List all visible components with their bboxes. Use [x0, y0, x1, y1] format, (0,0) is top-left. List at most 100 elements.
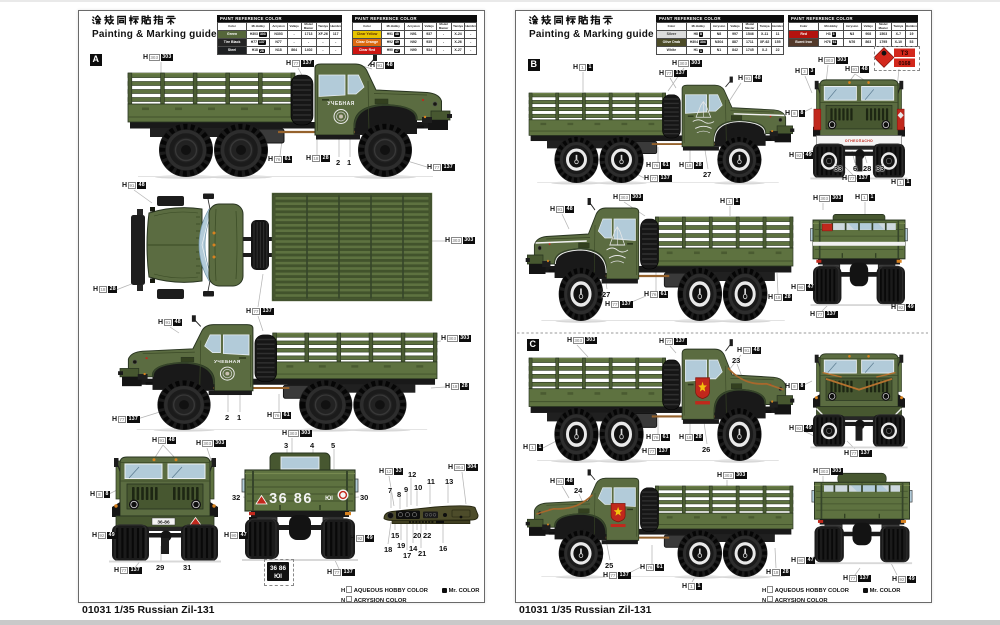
callout-prefix: H: [785, 383, 791, 391]
paint-value-cell: 1503: [874, 29, 892, 40]
callout-prefix: H: [789, 425, 795, 433]
svg-text:УЧЕБНАЯ: УЧЕБНАЯ: [327, 101, 354, 107]
callout-prefix: H: [891, 179, 897, 187]
callout-mrcolor-number: 61: [659, 291, 669, 298]
page-title-cn: [91, 14, 176, 25]
callout-mrcolor-number: 137: [674, 70, 687, 77]
callout-mrcolor-number: 28: [781, 569, 791, 576]
truck-side-view-b: [525, 198, 794, 323]
callout-aqueous-number: 18: [773, 294, 783, 302]
callout-prefix: H: [659, 338, 665, 346]
column-header: Humbrol: [329, 22, 342, 31]
callout-prefix: H: [659, 70, 665, 78]
callout-mrcolor-number: 303: [213, 440, 227, 447]
column-header: Acrysion: [404, 22, 423, 31]
paint-value-cell: X-27: [450, 46, 466, 56]
legend-mr-label: Mr. COLOR: [448, 588, 480, 594]
callout-mrcolor-number: 1: [868, 194, 876, 201]
callout-prefix: H: [844, 450, 850, 458]
callout-mrcolor-number: 48: [173, 319, 183, 326]
callout-prefix: H: [550, 478, 556, 486]
paint-value-cell: N18: [269, 46, 288, 56]
callout-prefix: H: [813, 195, 819, 203]
callout-aqueous-number: 1: [578, 64, 587, 72]
callout-aqueous-number: 91: [555, 478, 565, 486]
paint-value-cell: 117: [329, 29, 342, 40]
callout-aqueous-number: 8: [790, 110, 799, 118]
paint-value-cell: -: [435, 38, 452, 48]
color-swatch: Green: [216, 29, 248, 40]
truck-front-view-a: 36-86: [109, 456, 221, 563]
callout-mrcolor-number: 48: [860, 66, 870, 73]
callout-prefix: H: [306, 155, 312, 163]
callout-prefix: H: [789, 152, 795, 160]
paint-value-cell: X-24: [450, 29, 466, 40]
part-number-label: 28: [863, 164, 872, 173]
part-number-label: 27: [602, 290, 611, 299]
callout-mrcolor-number: 49: [107, 532, 117, 539]
part-number-label: 25: [605, 561, 614, 570]
license-plate-decal: [264, 559, 294, 586]
part-number-label: 20: [413, 531, 422, 540]
paint-value-cell: 864: [286, 46, 302, 56]
color-swatch: Tire Black: [216, 38, 248, 48]
paint-value-cell: N303: [269, 29, 288, 40]
truck-top-view: [131, 192, 433, 302]
callout-prefix: H: [891, 304, 897, 312]
page-title: Painting & Marking guide: [92, 29, 217, 40]
column-header: Model Master: [435, 22, 452, 31]
callout-aqueous-number: 1: [860, 194, 869, 202]
callout-prefix: H: [92, 532, 98, 540]
part-number-label: 5: [331, 441, 336, 450]
callout-prefix: H: [573, 64, 579, 72]
callout-aqueous-number: 303: [572, 337, 584, 345]
paint-value-cell: -: [300, 38, 317, 48]
part-number-label: 2: [225, 413, 230, 422]
callout-prefix: H: [818, 57, 824, 65]
callout-mrcolor-number: 61: [661, 162, 671, 169]
column-header: Acrysion: [269, 22, 288, 31]
callout-prefix: H: [737, 347, 743, 355]
callout-mrcolor-number: 48: [752, 347, 762, 354]
callout-mrcolor-number: 137: [674, 338, 687, 345]
callout-prefix: H: [282, 430, 288, 438]
part-number-label: 21: [418, 549, 427, 558]
callout-aqueous-number: 91: [375, 62, 385, 70]
callout-mrcolor-number: 28: [783, 294, 793, 301]
callout-mrcolor-number: 303: [630, 194, 644, 201]
callout-aqueous-number: 303: [818, 195, 830, 203]
callout-prefix: H: [114, 567, 120, 575]
truck-rear-view-c: [811, 472, 913, 565]
page-title-cn: [528, 14, 613, 25]
callout-mrcolor-number: 61: [655, 564, 665, 571]
page-left: [78, 10, 485, 603]
callout-aqueous-number: 92: [97, 532, 107, 540]
part-number-label: 18: [384, 545, 393, 554]
legend-acrysion-label: ACRYSION COLOR: [353, 597, 407, 604]
paint-value-cell: 935: [421, 38, 437, 48]
paint-value-cell: 19: [905, 29, 918, 40]
part-number-label: 33: [876, 164, 885, 173]
callout-prefix: H: [842, 175, 848, 183]
